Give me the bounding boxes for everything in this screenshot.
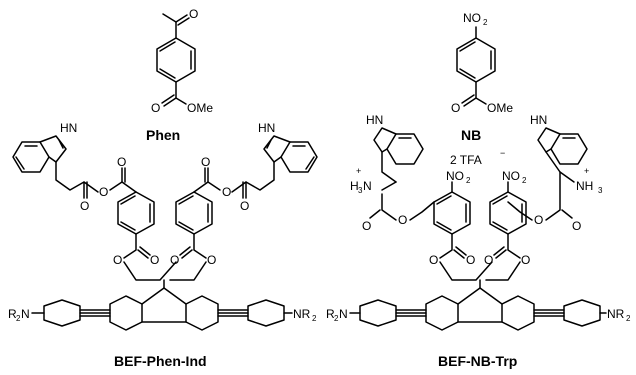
bef-nb-trp-right-amine-r: NR [607,307,625,321]
bef-nb-trp-right-ester-o3: O [484,253,493,267]
bef-phen-ind-left-ester-o: O [80,199,89,213]
bef-phen-ind-right-ester-o4: O [207,253,216,267]
bef-nb-trp-name: BEF-NB-Trp [438,353,517,369]
bef-phen-ind-left-ketone-o: O [117,155,126,169]
bef-phen-ind-name: BEF-Phen-Ind [114,353,207,369]
nb-structure: NO 2 O OMe NB [451,11,513,143]
bef-phen-ind-right-ester-o: O [240,199,249,213]
nb-ester-carbonyl-oxygen: O [451,101,460,115]
bef-phen-ind-left-ester-o2: O [99,185,108,199]
nb-name: NB [461,127,481,143]
bef-phen-ind-right-ketone-o: O [201,155,210,169]
phen-structure: O O OMe Phen [146,7,213,143]
bef-nb-trp-left-charge: + [356,166,361,176]
phen-name: Phen [146,127,180,143]
bef-nb-trp-left-amine-sub: 3 [358,186,363,195]
bef-nb-trp-right-amine-sub: 3 [598,186,603,195]
bef-nb-trp-left-amine-r: R [326,307,335,321]
nb-nitro-label: NO [463,11,481,25]
bef-nb-trp-left-nitro-sub: 2 [466,176,471,185]
bef-phen-ind-right-ester-o2: O [222,185,231,199]
bef-nb-trp-right-indole-nh: HN [530,113,547,127]
bef-nb-trp-right-charge: + [584,166,589,176]
bef-nb-trp-right-amine: NH [576,179,593,193]
bef-phen-ind-right-ester-o3: O [170,253,179,267]
bef-nb-trp-left-nitro: NO [446,169,464,183]
bef-nb-trp-right-ester-o4: O [521,253,530,267]
bef-phen-ind-right-amine: NR [293,307,311,321]
bef-nb-trp-left-amine-r-n: N [339,307,348,321]
bef-nb-trp-left-ester-o4: O [429,253,438,267]
phen-ketone-oxygen: O [189,7,198,21]
bef-phen-ind-left-amine-n: N [21,307,30,321]
bef-phen-ind-right-amine-sub: 2 [312,314,317,323]
bef-nb-trp-left-amine-n: N [363,179,372,193]
phen-ester-label: OMe [187,101,213,115]
nb-nitro-subscript: 2 [483,18,488,27]
bef-phen-ind-left-ester-o4: O [113,253,122,267]
nb-ester-label: OMe [487,101,513,115]
bef-nb-trp-left-ester-o3: O [466,253,475,267]
bef-nb-trp-right-nitro: NO [502,169,520,183]
bef-nb-trp-left-indole-nh: HN [366,113,383,127]
bef-nb-trp-left-co-o: O [362,219,371,233]
bef-nb-trp-counterion: 2 TFA [450,153,482,167]
bef-nb-trp-left-ester-o: O [398,213,407,227]
bef-nb-trp-left-amine-r-sub: 2 [334,314,339,323]
bef-nb-trp-right-nitro-sub: 2 [522,176,527,185]
bef-nb-trp-right-co-o: O [572,219,581,233]
bef-phen-ind-left-amine-r: R [8,307,17,321]
phen-ester-carbonyl-oxygen: O [151,101,160,115]
bef-phen-ind-right-indole-nh: HN [258,121,275,135]
bef-nb-trp-counterion-charge: − [500,148,505,158]
bef-nb-trp-structure: HN + H 3 N O O NO 2 O O 2 TFA − HN + [326,113,631,369]
bef-phen-ind-left-ester-o3: O [150,253,159,267]
bef-phen-ind-structure: HN O O O O O HN O O O [8,121,318,369]
bef-nb-trp-right-ester-o: O [534,213,543,227]
bef-phen-ind-left-amine-sub: 2 [16,314,21,323]
bef-phen-ind-left-indole-nh: HN [60,121,77,135]
bef-nb-trp-right-amine-r-sub: 2 [626,314,631,323]
bef-nb-trp-left-amine-h: H [350,179,359,193]
